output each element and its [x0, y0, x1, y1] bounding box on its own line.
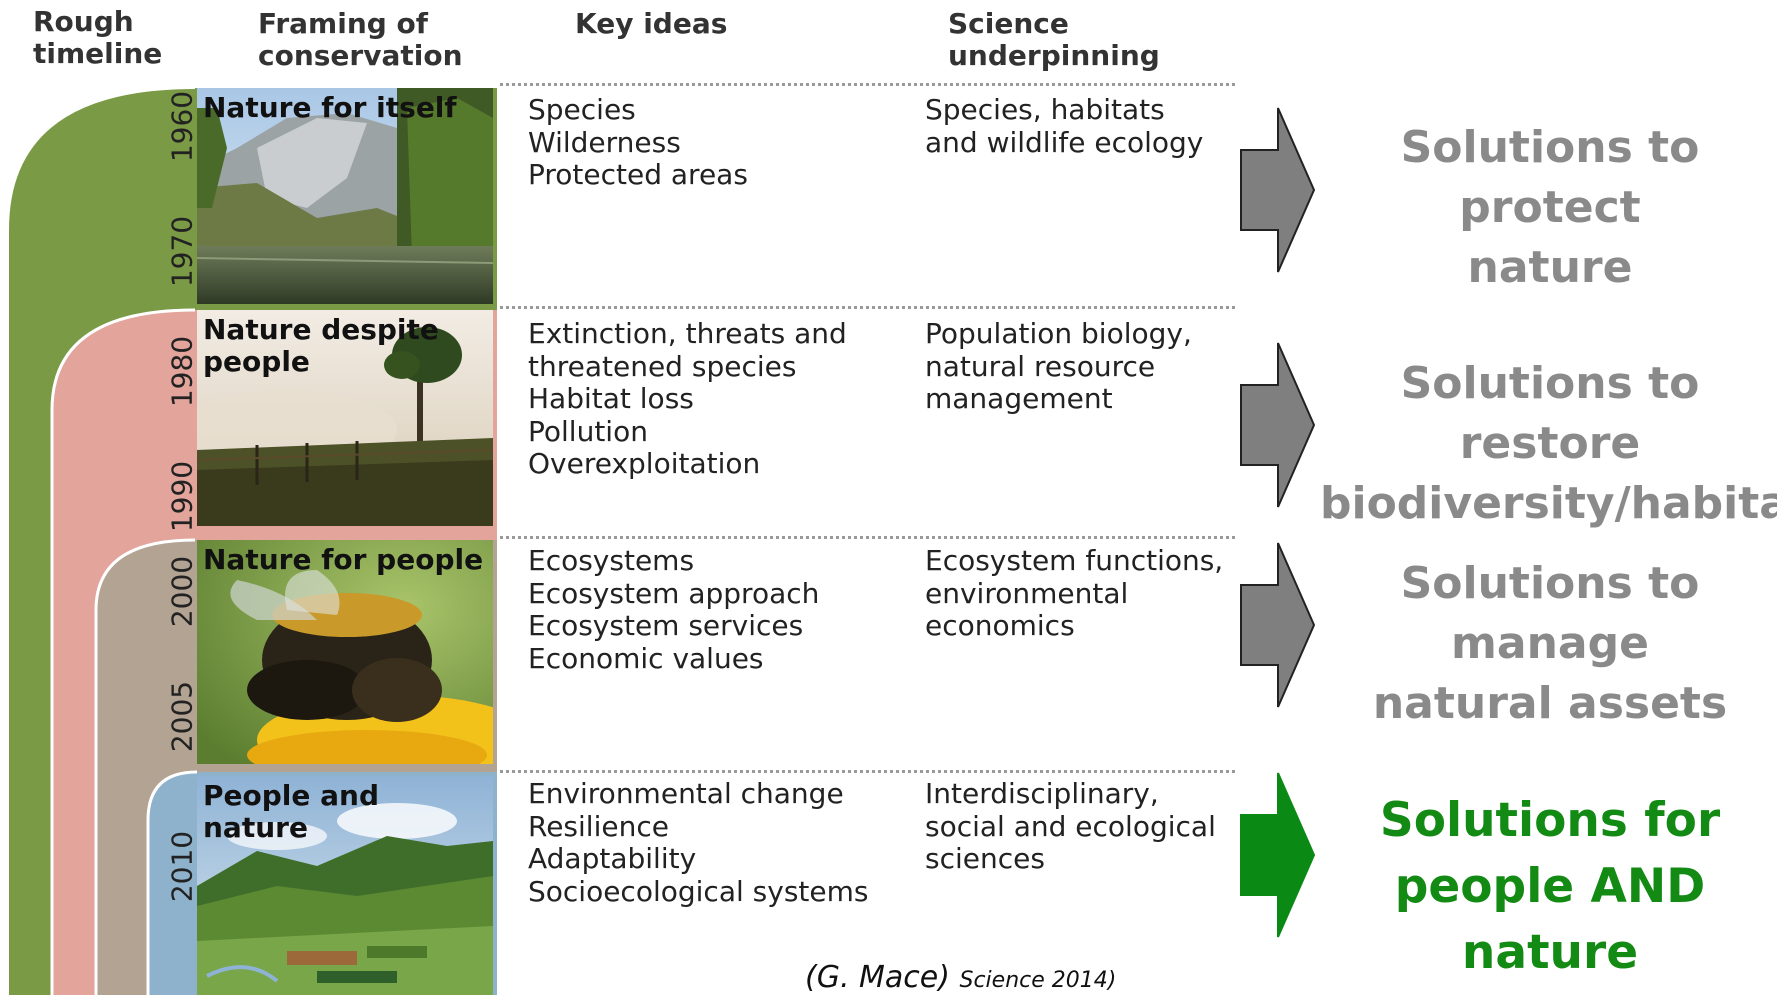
science-text: Species, habitats and wildlife ecology [925, 93, 1204, 159]
frame-title: Nature for itself [203, 91, 457, 124]
key-ideas-text: Extinction, threats and threatened speci… [528, 317, 847, 480]
header-framing: Framing of conservation [258, 7, 463, 72]
year-label: 1960 [165, 90, 199, 163]
row-divider [500, 770, 1235, 773]
arrow-right-icon [1240, 342, 1316, 508]
year-label: 2010 [165, 830, 199, 903]
photo-nature-for-people: Nature for people [197, 540, 493, 764]
solution-text-highlight: Solutions for people AND nature [1379, 793, 1721, 980]
header-key-ideas: Key ideas [575, 7, 728, 40]
year-label: 1990 [165, 460, 199, 533]
citation-author: (G. Mace) [805, 960, 950, 995]
key-ideas-text: Species Wilderness Protected areas [528, 93, 748, 191]
row-divider [500, 83, 1235, 86]
frame-title: Nature despite people [203, 313, 439, 378]
key-ideas-text: Ecosystems Ecosystem approach Ecosystem … [528, 544, 820, 675]
frame-title: Nature for people [203, 543, 484, 576]
year-label: 2005 [165, 680, 199, 753]
header-timeline: Rough timeline [33, 5, 163, 70]
year-label: 1970 [165, 215, 199, 288]
header-science: Science underpinning [948, 7, 1160, 72]
science-text: Ecosystem functions, environmental econo… [925, 544, 1224, 642]
year-label: 1980 [165, 335, 199, 408]
arrow-right-icon [1240, 542, 1316, 708]
year-label: 2000 [165, 555, 199, 628]
row-divider [500, 306, 1235, 309]
science-text: Population biology, natural resource man… [925, 317, 1192, 415]
citation: (G. Mace) Science 2014) [805, 960, 1116, 995]
arrow-right-icon [1240, 107, 1316, 273]
photo-people-and-nature: People and nature [197, 776, 493, 995]
solution-text: Solutions to restore biodiversity/habita… [1320, 358, 1777, 529]
solution-text: Solutions to manage natural assets [1372, 558, 1728, 729]
arrow-right-icon [1240, 772, 1316, 938]
citation-source: Science 2014) [959, 968, 1117, 993]
photo-nature-for-itself: Nature for itself [197, 88, 493, 304]
science-text: Interdisciplinary, social and ecological… [925, 777, 1216, 875]
frame-title: People and nature [203, 779, 379, 844]
solution-text: Solutions to protect nature [1400, 122, 1700, 293]
photo-nature-despite-people: Nature despite people [197, 310, 493, 526]
row-divider [500, 536, 1235, 539]
key-ideas-text: Environmental change Resilience Adaptabi… [528, 777, 869, 908]
